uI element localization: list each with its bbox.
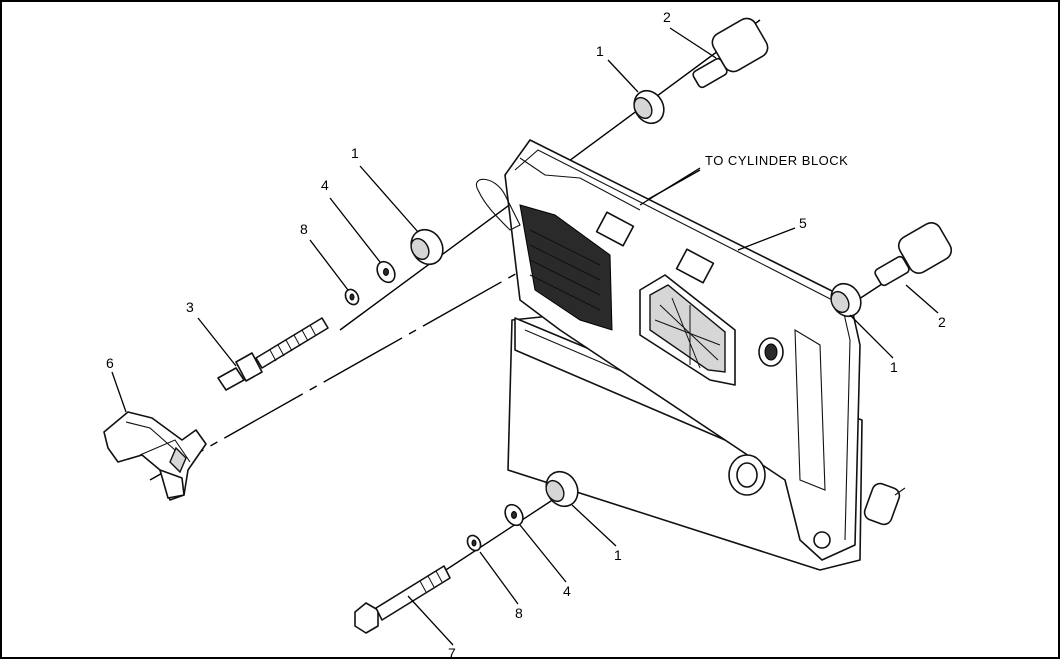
lock-washer-upper (344, 288, 360, 306)
mounting-bracket (103, 411, 207, 501)
note-to-cylinder-block: TO CYLINDER BLOCK (705, 153, 848, 168)
callout-1a: 1 (596, 43, 604, 59)
leader-6 (111, 371, 127, 413)
leader-5 (737, 227, 796, 251)
callout-labels: 2 1 1 4 8 3 6 5 2 1 1 4 8 7 TO CYLINDER … (106, 9, 946, 659)
grommet-lower (545, 470, 579, 508)
leader-7 (407, 595, 454, 646)
ecm-mount-hole-right-bore (764, 343, 778, 361)
ecm-bottom-stud (863, 482, 901, 526)
ecm-connector-right-vanes (654, 297, 721, 369)
callout-1c: 1 (890, 359, 898, 375)
ecm-connector-left-pins (529, 229, 601, 311)
leader-4a (329, 197, 381, 263)
ecm-boss-1 (595, 211, 635, 247)
ecm-bottom-stud-pin (894, 487, 906, 496)
leader-1c (849, 314, 894, 359)
callout-2b: 2 (938, 314, 946, 330)
callout-4b: 4 (563, 583, 571, 599)
callout-2a: 2 (663, 9, 671, 25)
callout-8b: 8 (515, 605, 523, 621)
grommet-left (410, 228, 444, 266)
leader-4b (519, 524, 567, 583)
callout-1d: 1 (614, 547, 622, 563)
callout-8a: 8 (300, 221, 308, 237)
leader-3 (197, 317, 237, 367)
callout-6: 6 (106, 355, 114, 371)
leader-2b (905, 284, 939, 314)
leader-8a (309, 239, 349, 291)
lock-washer-lower (466, 534, 482, 552)
leader-note (639, 167, 701, 206)
leader-1a (607, 59, 639, 93)
isolator-sleeve-right (874, 222, 953, 287)
leader-lines (111, 27, 939, 646)
leader-8b (479, 551, 519, 605)
leader-1d (571, 504, 617, 547)
washer-lower (504, 503, 524, 527)
callout-4a: 4 (321, 177, 329, 193)
isolator-sleeve-upper (692, 17, 769, 89)
leader-1b (359, 165, 419, 233)
ecm-lip (514, 149, 851, 541)
ecm-side-rail (794, 329, 826, 491)
leader-2a (669, 27, 717, 59)
ecm-bottom-nut (813, 531, 831, 549)
callout-1b: 1 (351, 145, 359, 161)
grommet-right (830, 282, 862, 318)
callout-5: 5 (799, 215, 807, 231)
harness-loop (475, 178, 521, 231)
washer-upper (376, 260, 396, 284)
ecm-module (504, 139, 906, 571)
callout-7: 7 (448, 645, 456, 659)
ecm-mount-hole-lower-bore (736, 462, 758, 488)
ecm-boss-2 (675, 248, 715, 284)
stud-bolt (217, 317, 329, 391)
ecm-lip-inner (519, 157, 641, 211)
hex-bolt (354, 565, 451, 634)
ecm-connector-right-inner (649, 284, 726, 373)
callout-3: 3 (186, 299, 194, 315)
grommet-upper (633, 89, 665, 125)
